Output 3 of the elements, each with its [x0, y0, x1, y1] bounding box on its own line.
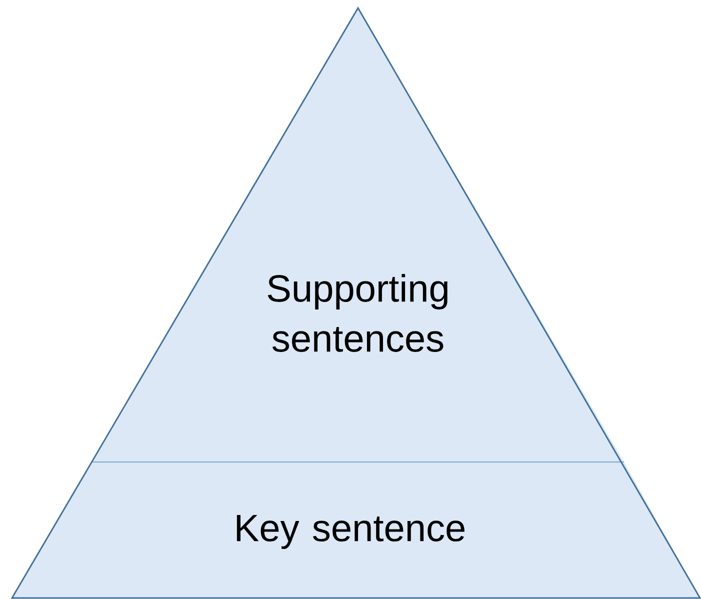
node-label: Supporting sentences — [268, 274, 448, 352]
base-band: Key sentence — [12, 462, 700, 598]
node-label: Key sentence — [236, 514, 464, 549]
